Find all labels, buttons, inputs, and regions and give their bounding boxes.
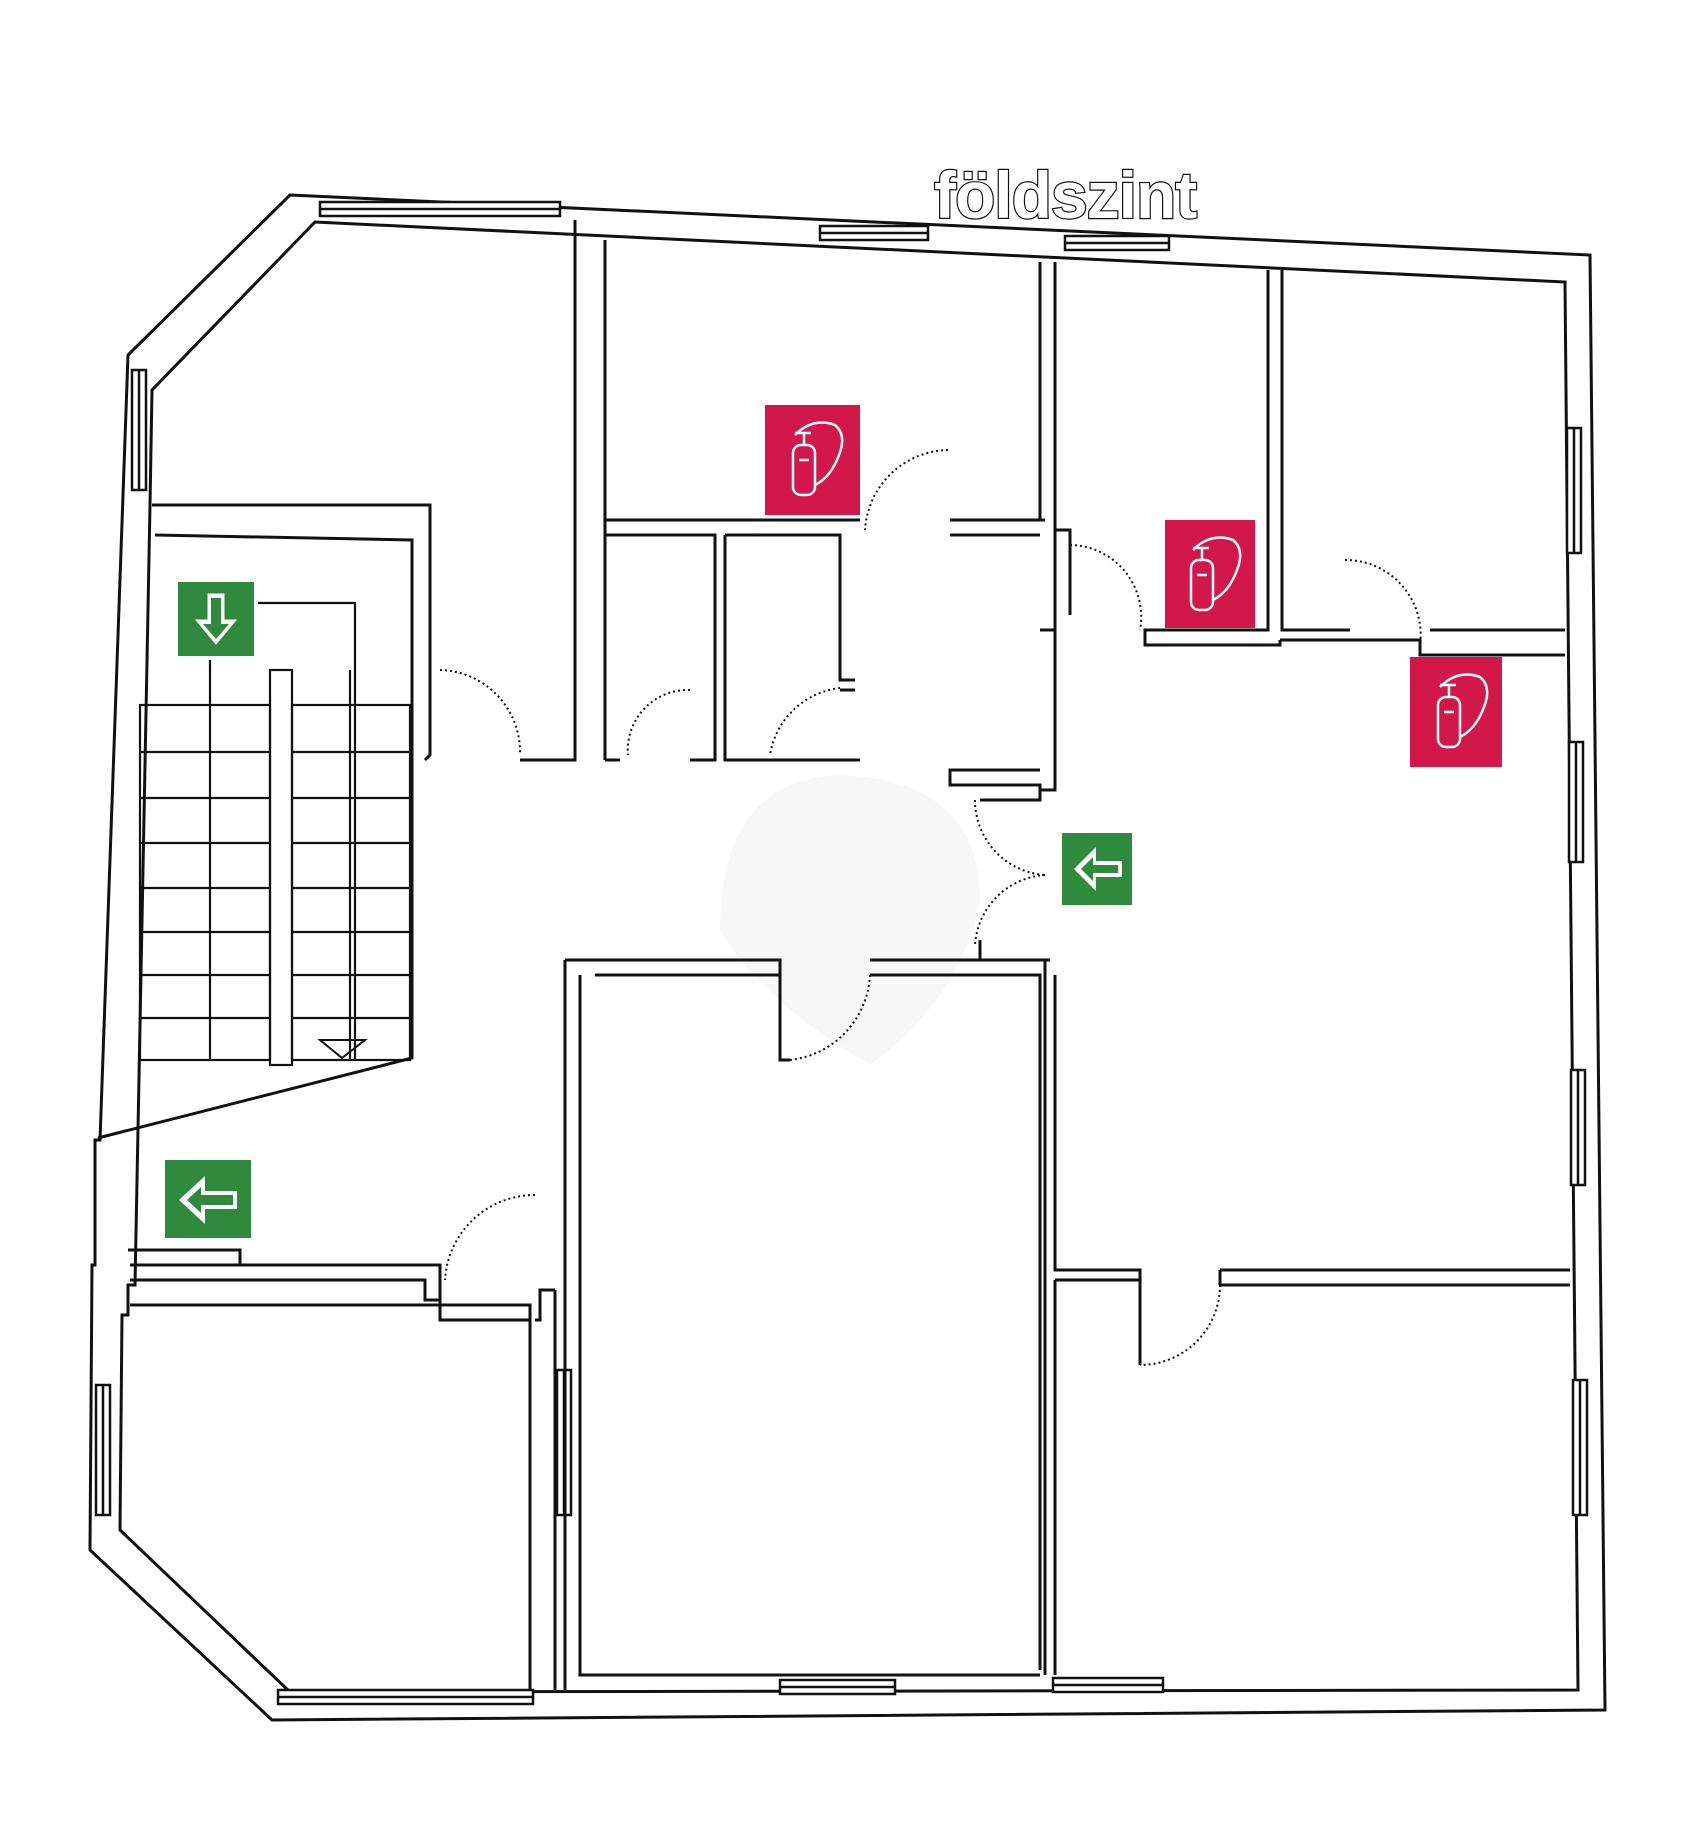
fire-extinguisher-sign-2 [1165,520,1255,628]
exit-arrow-left-icon [179,1176,237,1224]
door-left-lower [444,1193,536,1281]
door-small-2 [769,687,841,756]
door-small-1 [626,688,691,756]
stair-treads [140,660,410,1060]
window-right-4 [1571,1378,1589,1517]
staircase [138,601,412,1067]
fire-extinguisher-icon [1436,673,1489,749]
window-top-1 [318,200,562,218]
floor-title: földszint [934,158,1197,232]
door-stairwell [439,669,522,756]
window-right-1 [1565,426,1583,555]
exit-arrow-left-icon [1074,847,1122,891]
door-corridor-2 [974,874,1046,946]
door-right-room-2 [1344,558,1422,646]
door-top-room [864,449,949,531]
stair-direction-icon [317,1039,368,1060]
fire-extinguisher-sign-1 [765,405,860,515]
door-right-room-1 [1069,544,1143,631]
door-right-lower [1139,1284,1221,1366]
window-right-3 [1569,1068,1587,1187]
window-top-3 [1063,234,1171,252]
windows [94,200,1589,1706]
window-bottom-1 [276,1688,535,1706]
window-left-2 [94,1383,112,1517]
doors [439,449,1422,1366]
fire-extinguisher-sign-3 [1410,657,1502,767]
fire-extinguisher-icon [1189,536,1242,612]
exit-arrow-down-icon [194,593,238,645]
exit-sign-down [178,582,254,656]
watermark [720,775,980,1065]
interior-walls [97,220,1570,1690]
door-corridor-1 [973,799,1046,876]
window-bottom-3 [1051,1676,1165,1694]
fire-extinguisher-icon [791,421,844,497]
door-central-room [789,974,871,1061]
window-bottom-2 [778,1678,897,1696]
window-top-2 [818,224,930,242]
window-right-2 [1567,740,1585,864]
exit-sign-left-corridor [1062,833,1132,905]
window-left-1 [130,368,148,492]
exit-sign-left-entrance [165,1160,251,1238]
